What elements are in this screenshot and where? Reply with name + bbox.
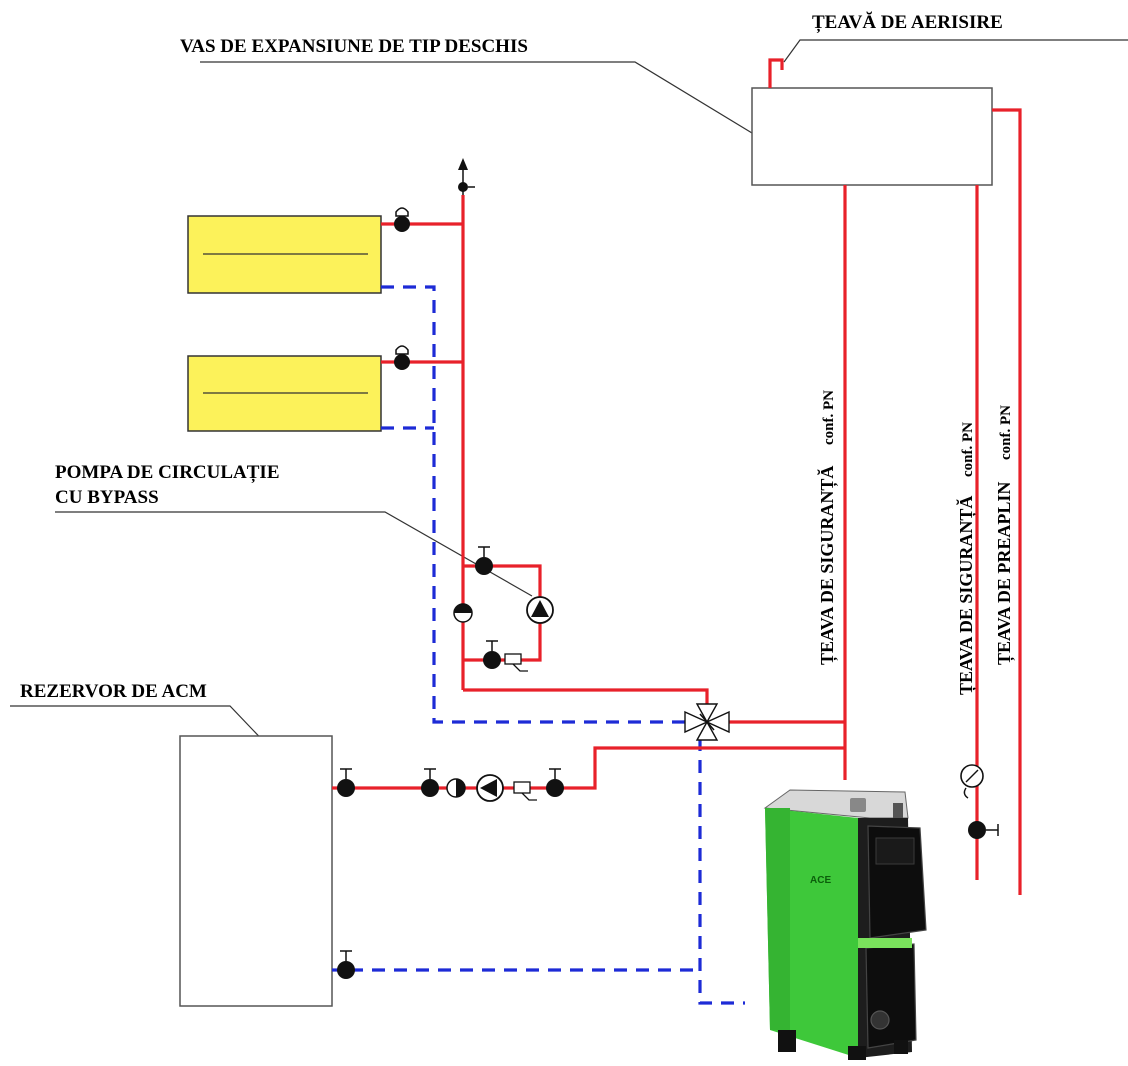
dhw-valve-1-icon[interactable] [421,768,439,797]
vent-pipe-leader [783,39,1128,63]
safety-pipe-2-label: ȚEAVA DE SIGURANȚĂ [955,496,977,695]
safety-pipe-1-label-group: ȚEAVA DE SIGURANȚĂ conf. PN [816,390,838,665]
tank-inlet-valve-icon[interactable] [337,768,355,797]
radiator-lower-valve-icon[interactable] [394,345,410,370]
overflow-pipe-label: ȚEAVA DE PREAPLIN [994,482,1015,665]
dhw-pump-icon[interactable] [476,774,504,802]
pump-upper-valve-icon[interactable] [475,546,493,575]
pump-lower-filter-icon [504,653,528,672]
dhw-filter-icon [513,781,537,801]
dhw-supply-line [350,746,845,790]
boiler: ACE [763,789,927,1060]
vent-pipe-label: ȚEAVĂ DE AERISIRE [812,11,1003,33]
circulation-pump-icon[interactable] [526,596,554,624]
radiator-return [381,285,695,724]
pump-lower-valve-icon[interactable] [483,640,501,669]
safety-pipe-2-label-group: ȚEAVA DE SIGURANȚĂ conf. PN [955,422,977,695]
pump-label-line2: CU BYPASS [55,487,159,508]
expansion-vessel-label: VAS DE EXPANSIUNE DE TIP DESCHIS [180,36,528,57]
pump-leader [55,511,533,597]
safety-drain-valve-icon[interactable] [968,821,999,839]
radiator-upper-valve-icon[interactable] [394,207,410,232]
pump-label-line1: POMPA DE CIRCULAȚIE [55,462,280,483]
air-vent-valve-icon [458,182,468,192]
overflow-pipe [992,108,1022,895]
dhw-tank-label: REZERVOR DE ACM [20,681,207,702]
bypass-check-valve-icon[interactable] [453,603,473,623]
dhw-check-valve-icon[interactable] [446,778,466,798]
expansion-vessel-leader [200,61,781,151]
overflow-pipe-label-group: ȚEAVA DE PREAPLIN conf. PN [994,405,1015,665]
mixing-valve-icon[interactable] [684,703,730,741]
safety-pipe-1-conf: conf. PN [821,390,837,445]
pressure-gauge-icon [960,764,984,799]
boiler-return [698,738,745,1005]
tank-outlet-valve-icon[interactable] [337,950,355,979]
overflow-pipe-conf: conf. PN [998,405,1014,460]
supply-to-mixer [463,688,709,705]
expansion-vessel [751,87,993,186]
boiler-brand: ACE [810,875,831,886]
vent-pipe [768,58,784,88]
safety-pipe-1-label: ȚEAVA DE SIGURANȚĂ [816,466,838,665]
dhw-valve-2-icon[interactable] [546,768,564,797]
dhw-tank [179,735,333,1007]
safety-pipe-2-conf: conf. PN [960,422,976,477]
air-vent-arrow-icon [458,158,468,170]
